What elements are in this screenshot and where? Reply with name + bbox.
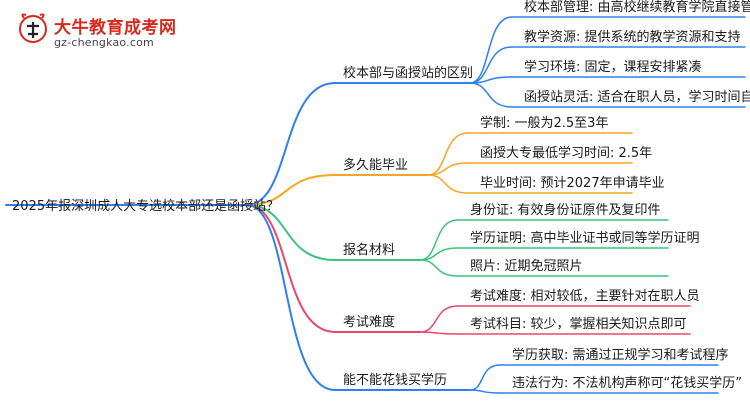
child-label[interactable]: 毕业时间: 预计2027年申请毕业 <box>480 176 665 191</box>
site-logo[interactable]: 大牛教育成考网 gz-chengkao.com <box>18 12 178 52</box>
branch-connector <box>246 204 336 391</box>
child-connector <box>419 259 459 277</box>
logo-url: gz-chengkao.com <box>54 36 154 49</box>
child-connector <box>427 174 469 194</box>
child-connector <box>427 132 469 176</box>
child-connector <box>469 82 513 108</box>
child-connector <box>469 364 501 391</box>
child-label[interactable]: 学习环境: 固定，课程安排紧凑 <box>524 59 702 75</box>
child-connector <box>419 331 459 335</box>
child-label[interactable]: 考试难度: 相对较低，主要针对在职人员 <box>470 288 700 304</box>
branch-connector <box>246 204 336 261</box>
branch-label[interactable]: 报名材料 <box>343 242 395 258</box>
branch-label[interactable]: 多久能毕业 <box>343 157 408 173</box>
child-label[interactable]: 函授站灵活: 适合在职人员，学习时间自由 <box>524 89 750 105</box>
child-label[interactable]: 违法行为: 不法机构声称可“花钱买学历” <box>512 375 742 391</box>
branch-label[interactable]: 校本部与函授站的区别 <box>343 65 473 81</box>
branch-connector <box>246 204 336 333</box>
child-label[interactable]: 函授大专最低学习时间: 2.5年 <box>480 145 652 161</box>
child-label[interactable]: 教学资源: 提供系统的教学资源和支持 <box>524 29 741 45</box>
child-label[interactable]: 照片: 近期免冠照片 <box>470 259 583 274</box>
child-connector <box>469 389 501 394</box>
bull-logo-icon <box>19 13 47 43</box>
child-connector <box>469 16 513 84</box>
child-connector <box>419 305 459 333</box>
child-label[interactable]: 考试科目: 较少，掌握相关知识点即可 <box>470 316 687 332</box>
branch-label[interactable]: 能不能花钱买学历 <box>343 372 447 388</box>
child-label[interactable]: 学制: 一般为2.5至3年 <box>480 115 608 131</box>
child-label[interactable]: 身份证: 有效身份证原件及复印件 <box>470 202 661 218</box>
connector-lines <box>5 16 746 394</box>
branch-connector <box>246 82 336 206</box>
child-connector <box>419 219 459 261</box>
child-label[interactable]: 校本部管理: 由高校继续教育学院直接管理 <box>524 0 750 15</box>
logo-title: 大牛教育成考网 <box>54 18 177 38</box>
branch-connector <box>246 174 336 206</box>
branch-label[interactable]: 考试难度 <box>343 314 395 330</box>
root-topic: 2025年报深圳成人大专选校本部还是函授站？ <box>12 198 279 214</box>
child-label[interactable]: 学历证明: 高中毕业证书或同等学历证明 <box>470 230 700 246</box>
child-label[interactable]: 学历获取: 需通过正规学习和考试程序 <box>512 347 729 363</box>
child-connector <box>469 46 513 84</box>
